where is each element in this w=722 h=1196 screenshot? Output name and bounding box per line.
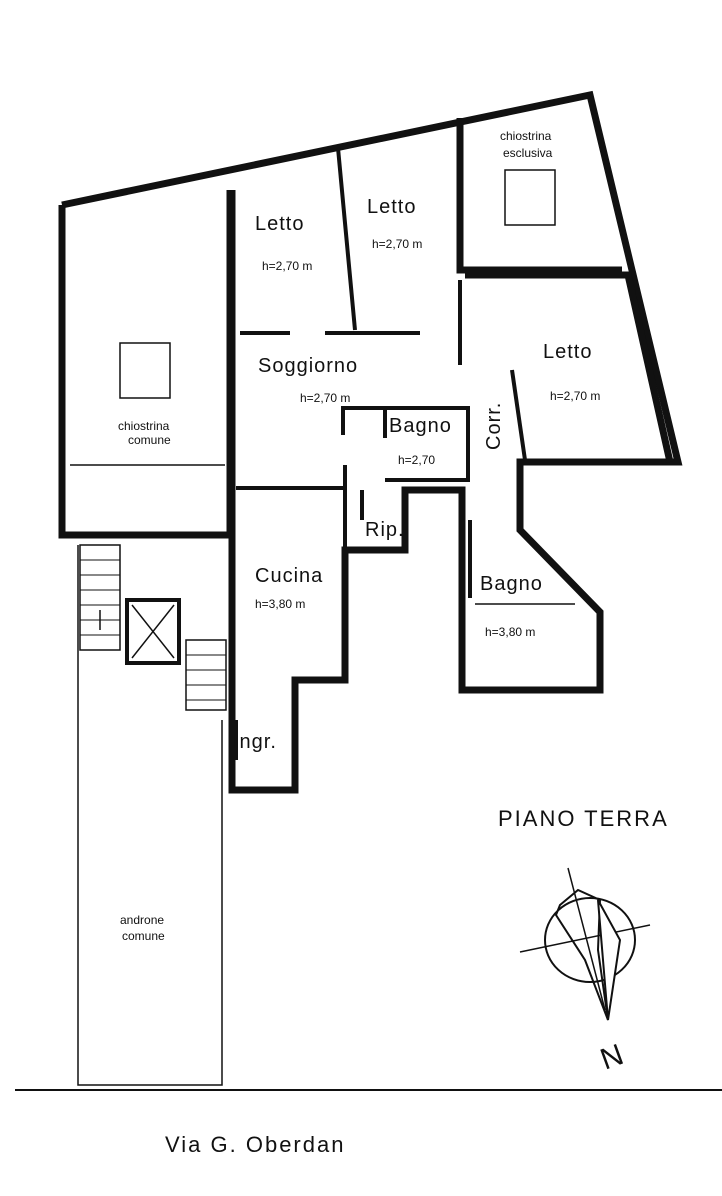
- stairs-upper: [79, 544, 121, 651]
- room-label-letto-1: Letto: [255, 213, 304, 235]
- lift-cross-b: [131, 604, 175, 659]
- room-height-letto-1: h=2,70 m: [262, 259, 312, 273]
- interior-walls: [70, 147, 575, 760]
- room-label-bagno-2: Bagno: [480, 573, 543, 595]
- room-label-chiostrina-esclusiva-1: chiostrina: [500, 129, 552, 143]
- lift-shaft: [125, 598, 181, 665]
- chiostrina-esclusiva-well: [504, 169, 556, 226]
- room-label-androne-2: comune: [122, 929, 165, 943]
- room-label-ripostiglio: Rip.: [365, 519, 405, 541]
- room-label-ingresso: Ingr.: [233, 731, 277, 753]
- room-height-letto-2: h=2,70 m: [372, 237, 422, 251]
- room-height-soggiorno: h=2,70 m: [300, 391, 350, 405]
- room-label-soggiorno: Soggiorno: [258, 355, 358, 377]
- stairwell: [79, 544, 227, 711]
- room-label-chiostrina-esclusiva-2: esclusiva: [503, 146, 553, 160]
- north-arrow-icon: [519, 867, 651, 1021]
- floor-title: PIANO TERRA: [498, 806, 669, 831]
- chiostrina-comune-well: [119, 342, 171, 399]
- room-label-chiostrina-comune-2: comune: [128, 433, 171, 447]
- street-name: Via G. Oberdan: [165, 1132, 345, 1157]
- outer-walls: [58, 90, 683, 794]
- room-label-bagno-1: Bagno: [389, 415, 452, 437]
- room-label-chiostrina-comune-1: chiostrina: [118, 419, 170, 433]
- room-height-cucina: h=3,80 m: [255, 597, 305, 611]
- wall-cucina-top: [236, 486, 347, 550]
- room-label-letto-2: Letto: [367, 196, 416, 218]
- chiostrina-comune-wall: [58, 190, 234, 539]
- room-label-androne-1: androne: [120, 913, 164, 927]
- room-label-cucina: Cucina: [255, 565, 323, 587]
- wall-letto1-letto2: [336, 147, 357, 331]
- room-height-letto-3: h=2,70 m: [550, 389, 600, 403]
- wall-bagno1: [341, 406, 470, 482]
- chiostrina-esclusiva-wall: [456, 118, 622, 274]
- room-label-corridoio: Corr.: [483, 402, 505, 450]
- room-height-bagno-2: h=3,80 m: [485, 625, 535, 639]
- north-label: N: [596, 1037, 630, 1076]
- stairs-lower: [185, 639, 227, 711]
- letto-right-wall: [465, 271, 674, 463]
- outer-wall-north: [61, 90, 683, 794]
- androne-outline: [77, 545, 223, 1086]
- stair-treads-lower: [186, 654, 226, 701]
- room-height-bagno-1: h=2,70: [398, 453, 435, 467]
- wall-corridor: [510, 369, 527, 461]
- room-label-letto-3: Letto: [543, 341, 592, 363]
